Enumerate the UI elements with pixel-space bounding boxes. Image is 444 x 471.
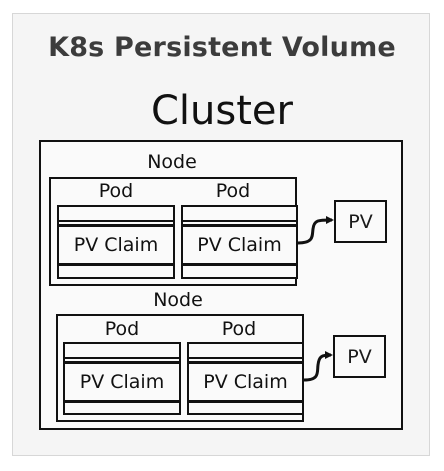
- node-1-pod-1: PV Claim: [57, 205, 175, 279]
- diagram-title: K8s Persistent Volume: [48, 32, 396, 63]
- node-1-pod-1-pv-claim: PV Claim: [59, 224, 173, 266]
- node-1-pv: PV: [334, 200, 387, 243]
- node-2-pod-2-label: Pod: [221, 318, 257, 340]
- node-2-claim-to-pv-arrow: [303, 351, 333, 382]
- node-1-claim-to-pv-arrow: [297, 216, 334, 245]
- node-2-label: Node: [153, 289, 203, 311]
- node-1-label: Node: [147, 151, 197, 173]
- node-1-pod-2-label: Pod: [215, 180, 251, 202]
- node-2-pod-1-label: Pod: [104, 318, 140, 340]
- node-2-pod-1: PV Claim: [63, 342, 181, 415]
- cluster-label: Cluster: [151, 88, 293, 134]
- node-2-pod-2: PV Claim: [187, 342, 304, 415]
- node-2-pod-1-pv-claim: PV Claim: [65, 361, 179, 403]
- node-1-pod-2-pv-claim: PV Claim: [183, 224, 296, 266]
- node-1-pod-2: PV Claim: [181, 205, 298, 279]
- pod-band: [183, 220, 296, 222]
- pod-band: [59, 220, 173, 222]
- node-2-pv: PV: [333, 335, 386, 378]
- pod-band: [65, 357, 179, 359]
- node-2-pod-2-pv-claim: PV Claim: [189, 361, 302, 403]
- node-1-pod-1-label: Pod: [98, 180, 134, 202]
- pod-band: [189, 357, 302, 359]
